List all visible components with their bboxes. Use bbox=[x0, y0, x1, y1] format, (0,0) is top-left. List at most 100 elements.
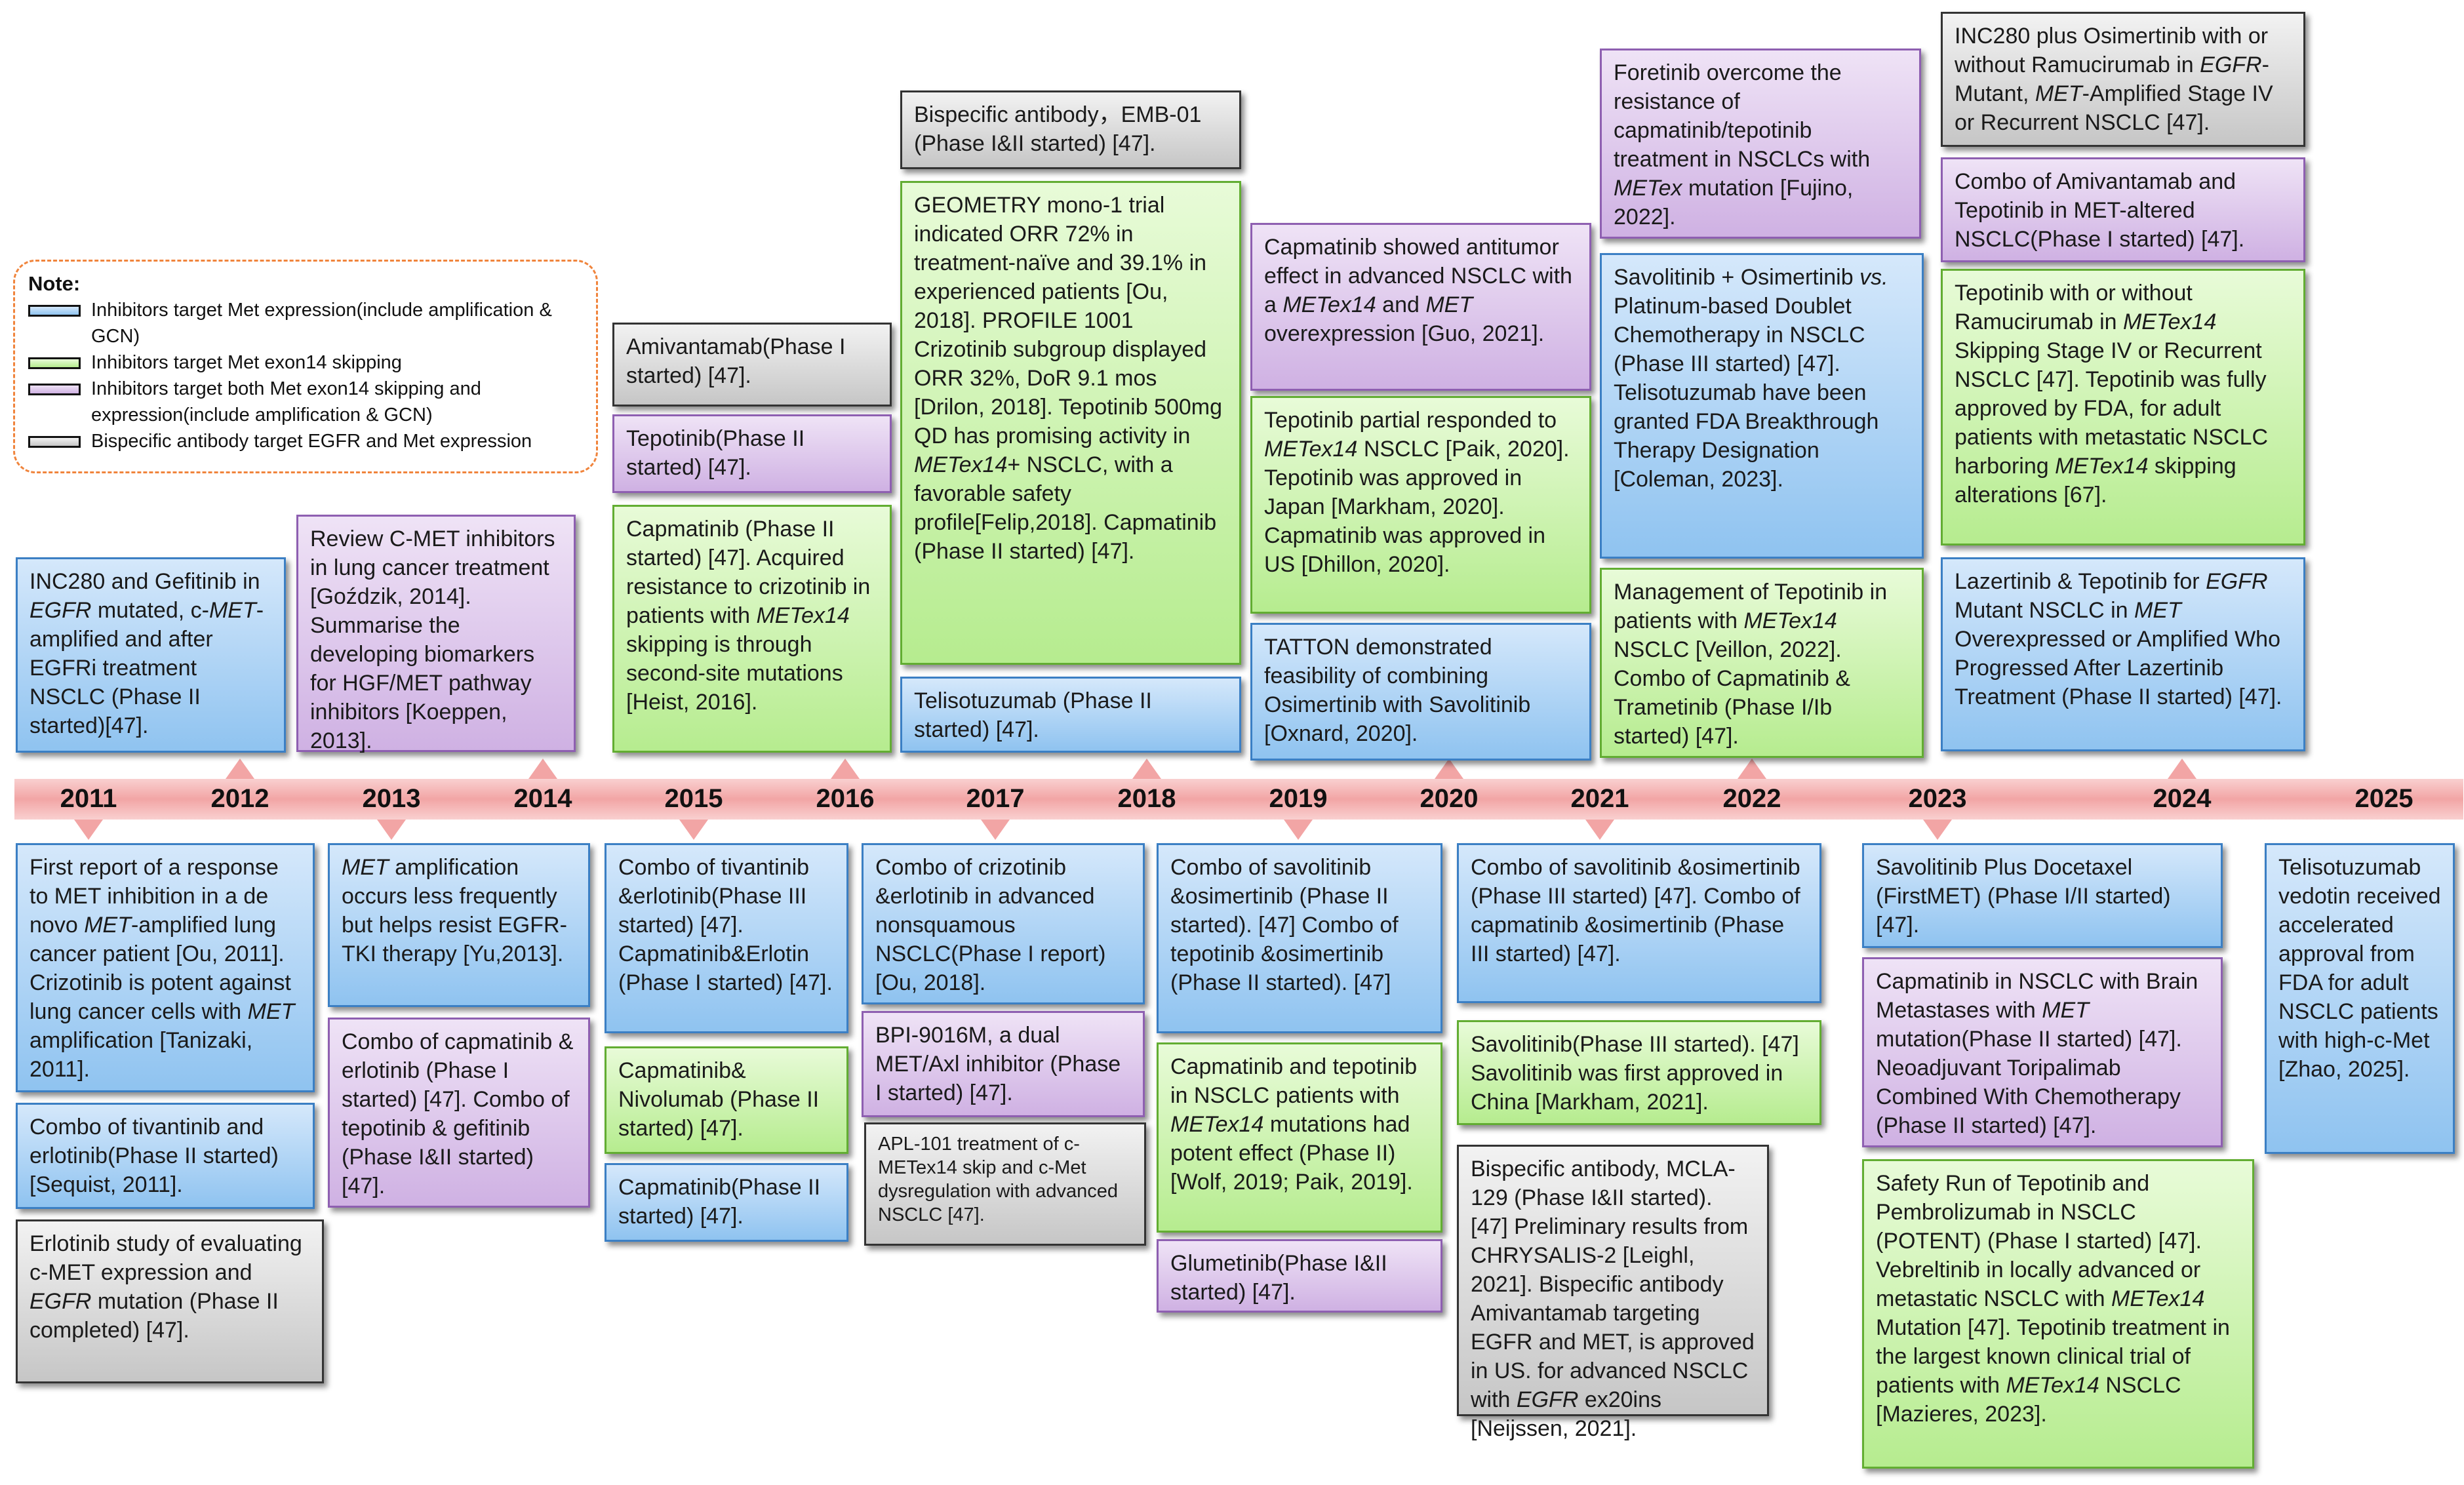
italic-term: MET bbox=[2035, 81, 2082, 106]
italic-term: METex14 bbox=[1264, 437, 1358, 462]
event-2016-capmatinib: Capmatinib (Phase II started) [47]. Acqu… bbox=[612, 505, 892, 753]
timeline-arrow-down bbox=[679, 820, 708, 840]
timeline-arrow-up bbox=[528, 759, 557, 779]
event-2017-bpi9016m: BPI-9016M, a dual MET/Axl inhibitor (Pha… bbox=[862, 1011, 1145, 1117]
event-2018-telisotuzumab: Telisotuzumab (Phase II started) [47]. bbox=[900, 677, 1241, 753]
event-2019-capmatinib-tepotinib: Capmatinib and tepotinib in NSCLC patien… bbox=[1157, 1042, 1442, 1233]
timeline-arrow-down bbox=[1923, 820, 1952, 840]
legend-label: Inhibitors target Met exon14 skipping bbox=[91, 352, 402, 373]
event-2011-first-report: First report of a response to MET inhibi… bbox=[16, 843, 315, 1092]
legend-swatch-purple bbox=[28, 384, 81, 395]
event-2018-emb01: Bispecific antibody，EMB-01 (Phase I&II s… bbox=[900, 90, 1241, 169]
event-2017-crizotinib: Combo of crizotinib &erlotinib in advanc… bbox=[862, 843, 1145, 1004]
year-label: 2013 bbox=[362, 784, 421, 813]
italic-term: METex14 bbox=[2122, 309, 2217, 334]
timeline-arrow-down bbox=[377, 820, 406, 840]
italic-term: EGFR bbox=[30, 598, 92, 623]
italic-term: vs. bbox=[1859, 265, 1888, 290]
italic-term: MET bbox=[342, 855, 389, 880]
year-label: 2012 bbox=[210, 784, 269, 813]
italic-term: MET bbox=[209, 598, 256, 623]
year-label: 2016 bbox=[816, 784, 875, 813]
year-label: 2017 bbox=[966, 784, 1025, 813]
legend: Note: Inhibitors target Met expression(i… bbox=[13, 260, 598, 473]
italic-term: METex14 bbox=[2111, 1286, 2205, 1311]
timeline-arrow-down bbox=[1585, 820, 1614, 840]
legend-label: Inhibitors target Met expression(include… bbox=[91, 300, 552, 347]
event-2020-capmatinib: Capmatinib showed antitumor effect in ad… bbox=[1250, 223, 1591, 391]
italic-term: EGFR bbox=[2206, 569, 2268, 594]
event-2019-glumetinib: Glumetinib(Phase I&II started) [47]. bbox=[1157, 1239, 1442, 1313]
italic-term: MET bbox=[2042, 998, 2089, 1023]
italic-term: MET bbox=[1425, 292, 1473, 317]
italic-term: MET bbox=[84, 913, 131, 938]
event-2020-tatton: TATTON demonstrated feasibility of combi… bbox=[1250, 623, 1591, 761]
event-2022-management: Management of Tepotinib in patients with… bbox=[1600, 568, 1924, 758]
year-label: 2014 bbox=[513, 784, 572, 813]
event-2024-lazertinib: Lazertinib & Tepotinib for EGFR Mutant N… bbox=[1941, 557, 2305, 751]
italic-term: METex14 bbox=[2006, 1373, 2099, 1398]
italic-term: MET bbox=[2134, 598, 2181, 623]
event-2014-review: Review C-MET inhibitors in lung cancer t… bbox=[296, 515, 576, 753]
event-2022-foretinib: Foretinib overcome the resistance of cap… bbox=[1600, 49, 1921, 239]
timeline-arrow-up bbox=[2168, 759, 2196, 779]
timeline-arrow-down bbox=[1284, 820, 1313, 840]
italic-term: METex14 bbox=[1170, 1112, 1264, 1137]
italic-term: MET bbox=[247, 999, 295, 1024]
italic-term: EGFR bbox=[1516, 1387, 1579, 1412]
timeline-arrow-down bbox=[981, 820, 1010, 840]
legend-swatch-grey bbox=[28, 436, 81, 448]
event-2011-erlotinib: Erlotinib study of evaluating c-MET expr… bbox=[16, 1219, 324, 1383]
legend-label: Bispecific antibody target EGFR and Met … bbox=[91, 431, 532, 452]
year-label: 2019 bbox=[1269, 784, 1328, 813]
italic-term: EGFR bbox=[30, 1289, 92, 1314]
event-2021-savolitinib-combo: Combo of savolitinib &osimertinib (Phase… bbox=[1457, 843, 1821, 1003]
year-label: 2022 bbox=[1722, 784, 1781, 813]
legend-item-met-expression: Inhibitors target Met expression(include… bbox=[28, 297, 583, 349]
timeline-arrow-up bbox=[1435, 759, 1463, 779]
event-2025-telisotuzumab-vedotin: Telisotuzumab vedotin received accelerat… bbox=[2265, 843, 2455, 1154]
italic-term: METex14 bbox=[1282, 292, 1376, 317]
event-2016-tepotinib: Tepotinib(Phase II started) [47]. bbox=[612, 414, 892, 493]
event-2011-tivantinib: Combo of tivantinib and erlotinib(Phase … bbox=[16, 1103, 315, 1209]
year-label: 2011 bbox=[60, 784, 117, 813]
italic-term: METex14 bbox=[2055, 454, 2149, 479]
italic-term: METex14 bbox=[756, 603, 850, 628]
event-2023-brain-metastases: Capmatinib in NSCLC with Brain Metastase… bbox=[1862, 957, 2223, 1147]
event-2023-docetaxel: Savolitinib Plus Docetaxel (FirstMET) (P… bbox=[1862, 843, 2223, 948]
timeline-arrow-up bbox=[226, 759, 254, 779]
timeline-arrow-down bbox=[74, 820, 103, 840]
event-2020-tepotinib: Tepotinib partial responded to METex14 N… bbox=[1250, 396, 1591, 614]
event-2024-tepotinib: Tepotinib with or without Ramucirumab in… bbox=[1941, 269, 2305, 545]
legend-title: Note: bbox=[28, 272, 81, 295]
event-2015-capmatinib: Capmatinib(Phase II started) [47]. bbox=[605, 1163, 848, 1242]
event-2016-amivantamab: Amivantamab(Phase I started) [47]. bbox=[612, 323, 892, 406]
italic-term: EGFR bbox=[2200, 52, 2262, 77]
event-2021-savolitinib-approved: Savolitinib(Phase III started). [47] Sav… bbox=[1457, 1020, 1821, 1125]
event-2021-mcla129: Bispecific antibody, MCLA-129 (Phase I&I… bbox=[1457, 1145, 1769, 1441]
event-2023-potent: Safety Run of Tepotinib and Pembrolizuma… bbox=[1862, 1159, 2254, 1469]
legend-label: Inhibitors target both Met exon14 skippi… bbox=[91, 378, 481, 426]
legend-item-both: Inhibitors target both Met exon14 skippi… bbox=[28, 376, 583, 428]
legend-swatch-blue bbox=[28, 305, 81, 317]
legend-swatch-green bbox=[28, 357, 81, 369]
year-label: 2015 bbox=[664, 784, 723, 813]
event-2012-gefitinib: INC280 and Gefitinib in EGFR mutated, c-… bbox=[16, 557, 286, 753]
event-2013-capmatinib-erlotinib: Combo of capmatinib & erlotinib (Phase I… bbox=[328, 1018, 590, 1208]
timeline-arrow-up bbox=[831, 759, 860, 779]
year-label: 2021 bbox=[1570, 784, 1629, 813]
timeline-arrow-up bbox=[1738, 759, 1766, 779]
event-2015-nivolumab: Capmatinib& Nivolumab (Phase II started)… bbox=[605, 1046, 848, 1154]
italic-term: METex bbox=[1614, 176, 1682, 201]
italic-term: METex14 bbox=[1743, 608, 1837, 633]
timeline-arrow-up bbox=[1132, 759, 1161, 779]
event-2018-geometry: GEOMETRY mono-1 trial indicated ORR 72% … bbox=[900, 181, 1241, 665]
legend-item-exon14: Inhibitors target Met exon14 skipping bbox=[28, 349, 583, 376]
year-label: 2023 bbox=[1908, 784, 1967, 813]
year-label: 2018 bbox=[1117, 784, 1176, 813]
year-label: 2024 bbox=[2153, 784, 2212, 813]
event-2019-savolitinib: Combo of savolitinib &osimertinib (Phase… bbox=[1157, 843, 1442, 1033]
timeline-band bbox=[14, 779, 2463, 820]
legend-item-bispecific: Bispecific antibody target EGFR and Met … bbox=[28, 428, 583, 454]
event-2015-tivantinib: Combo of tivantinib &erlotinib(Phase III… bbox=[605, 843, 848, 1033]
